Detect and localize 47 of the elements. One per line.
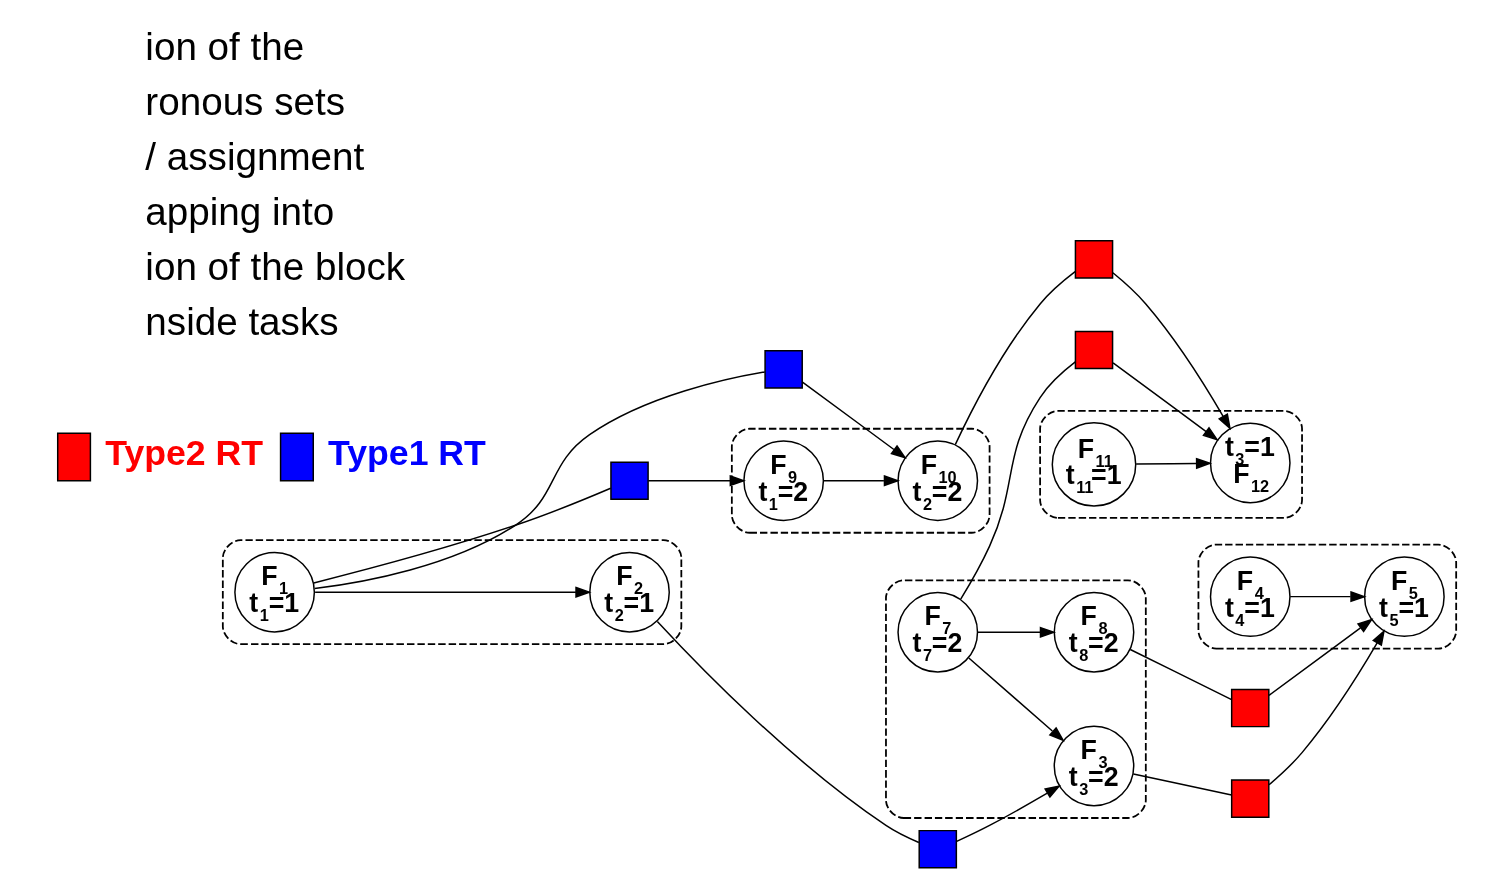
cluster: [221, 539, 682, 646]
node-circle: F$_{11}$ t$_{11}$=1: [1051, 421, 1136, 507]
node-box: [1230, 688, 1270, 728]
connector: [959, 361, 1076, 600]
arrow: [1111, 362, 1219, 441]
node-box: [1230, 779, 1270, 818]
node-circle: F$_{9}$ t$_{1}$=2: [742, 440, 824, 522]
node-box: [917, 829, 957, 869]
connector: [1129, 648, 1232, 701]
connector: [954, 270, 1076, 446]
cluster: [884, 579, 1147, 819]
arrow: [1289, 590, 1367, 603]
node-circle: F$_{10}$ t$_{2}$=2: [896, 440, 978, 522]
arrow: [955, 785, 1061, 843]
arrow: [1267, 618, 1373, 697]
node-circle: F$_{8}$ t$_{8}$=2: [1053, 591, 1134, 673]
node-box: [1074, 330, 1113, 370]
label: nside tasks: [144, 299, 339, 343]
label: / assignment: [144, 134, 364, 178]
label: ion of the block: [144, 244, 405, 288]
arrow: [801, 381, 907, 459]
arrow: [976, 626, 1056, 638]
connector: [312, 487, 611, 584]
label: apping into: [144, 189, 334, 233]
arrow: [822, 475, 900, 487]
node-box: [609, 461, 649, 501]
label: ion of the: [144, 24, 304, 68]
arrow: [1134, 457, 1212, 470]
legend-label: Type1 RT: [327, 432, 486, 473]
connector: [656, 620, 920, 844]
node-circle: F$_{1}$ t$_{1}$=1: [233, 551, 315, 633]
arrow: [967, 657, 1065, 742]
node-box: [763, 350, 803, 389]
node-circle: F$_{4}$ t$_{4}$=1: [1209, 556, 1291, 638]
legend-label: Type2 RT: [104, 432, 263, 473]
connector: [313, 371, 765, 590]
node-circle: F$_{5}$ t$_{5}$=1: [1363, 556, 1445, 638]
node-circle: F$_{2}$ t$_{2}$=1: [588, 551, 670, 633]
arrow: [313, 586, 592, 598]
connector: [1132, 773, 1232, 796]
label: ronous sets: [144, 79, 345, 123]
arrow: [647, 475, 746, 487]
node-box: [1074, 240, 1113, 279]
arrow: [1267, 629, 1385, 786]
node-circle: F$_{3}$ t$_{3}$=2: [1053, 725, 1134, 807]
arrow: [1111, 272, 1231, 431]
node-circle: F$_{7}$ t$_{7}$=2: [896, 591, 978, 673]
